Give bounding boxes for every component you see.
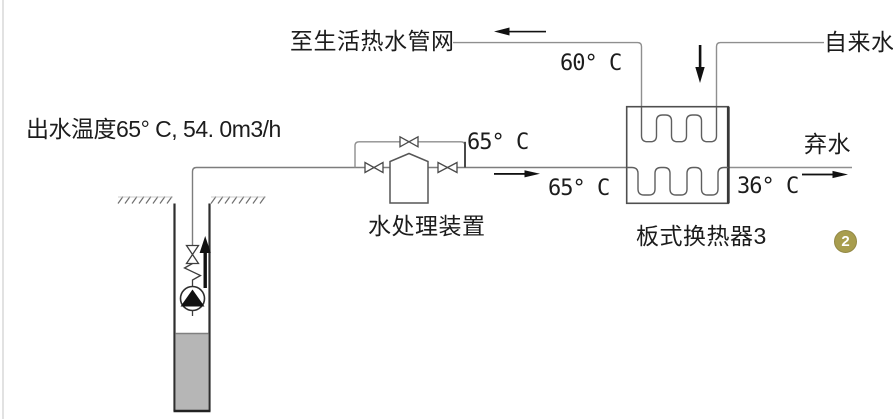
flow-arrow-down-icon [695,45,705,83]
flex-connector-icon [183,262,202,287]
valve-icon-main-left [364,161,384,174]
flow-arrow-up-icon [199,236,211,288]
check-valve-icon [185,244,200,265]
valve-icon-bypass [399,135,419,148]
page-edge-divider [2,0,4,419]
well-water-level [175,333,209,410]
to-hot-water-network-label: 至生活热水管网 [290,28,455,54]
pipe-tap-water [715,41,824,107]
pipe-main-line [191,166,627,246]
plate-heat-exchanger-label: 板式换热器3 [636,223,767,249]
well-outlet-spec-label: 出水温度65° C, 54. 0m3/h [26,116,281,142]
temp-36c-label: 36° C [737,174,799,199]
heat-exchanger-coil-top [640,107,718,143]
ground-hatching-left [117,196,173,204]
pipe-hot-supply [453,41,643,107]
figure-number-badge: 2 [834,230,857,253]
temp-65c-main-label: 65° C [548,176,610,201]
temp-60c-label: 60° C [560,51,622,76]
flow-arrow-right-waste-icon [802,170,848,179]
tap-water-label: 自来水 [824,29,893,55]
pump-icon [179,285,206,316]
valve-icon-main-right [437,161,458,174]
ground-hatching-right [210,196,266,204]
waste-water-label: 弃水 [804,131,851,157]
water-treatment-device-label: 水处理装置 [368,213,486,239]
temp-65c-bypass-label: 65° C [467,130,529,155]
flow-arrow-left-icon [494,27,546,36]
water-treatment-tank [389,152,429,204]
heat-exchanger-box [625,105,730,205]
heat-exchanger-coil-bottom [626,166,729,196]
flow-arrow-right-main-icon [494,170,540,178]
